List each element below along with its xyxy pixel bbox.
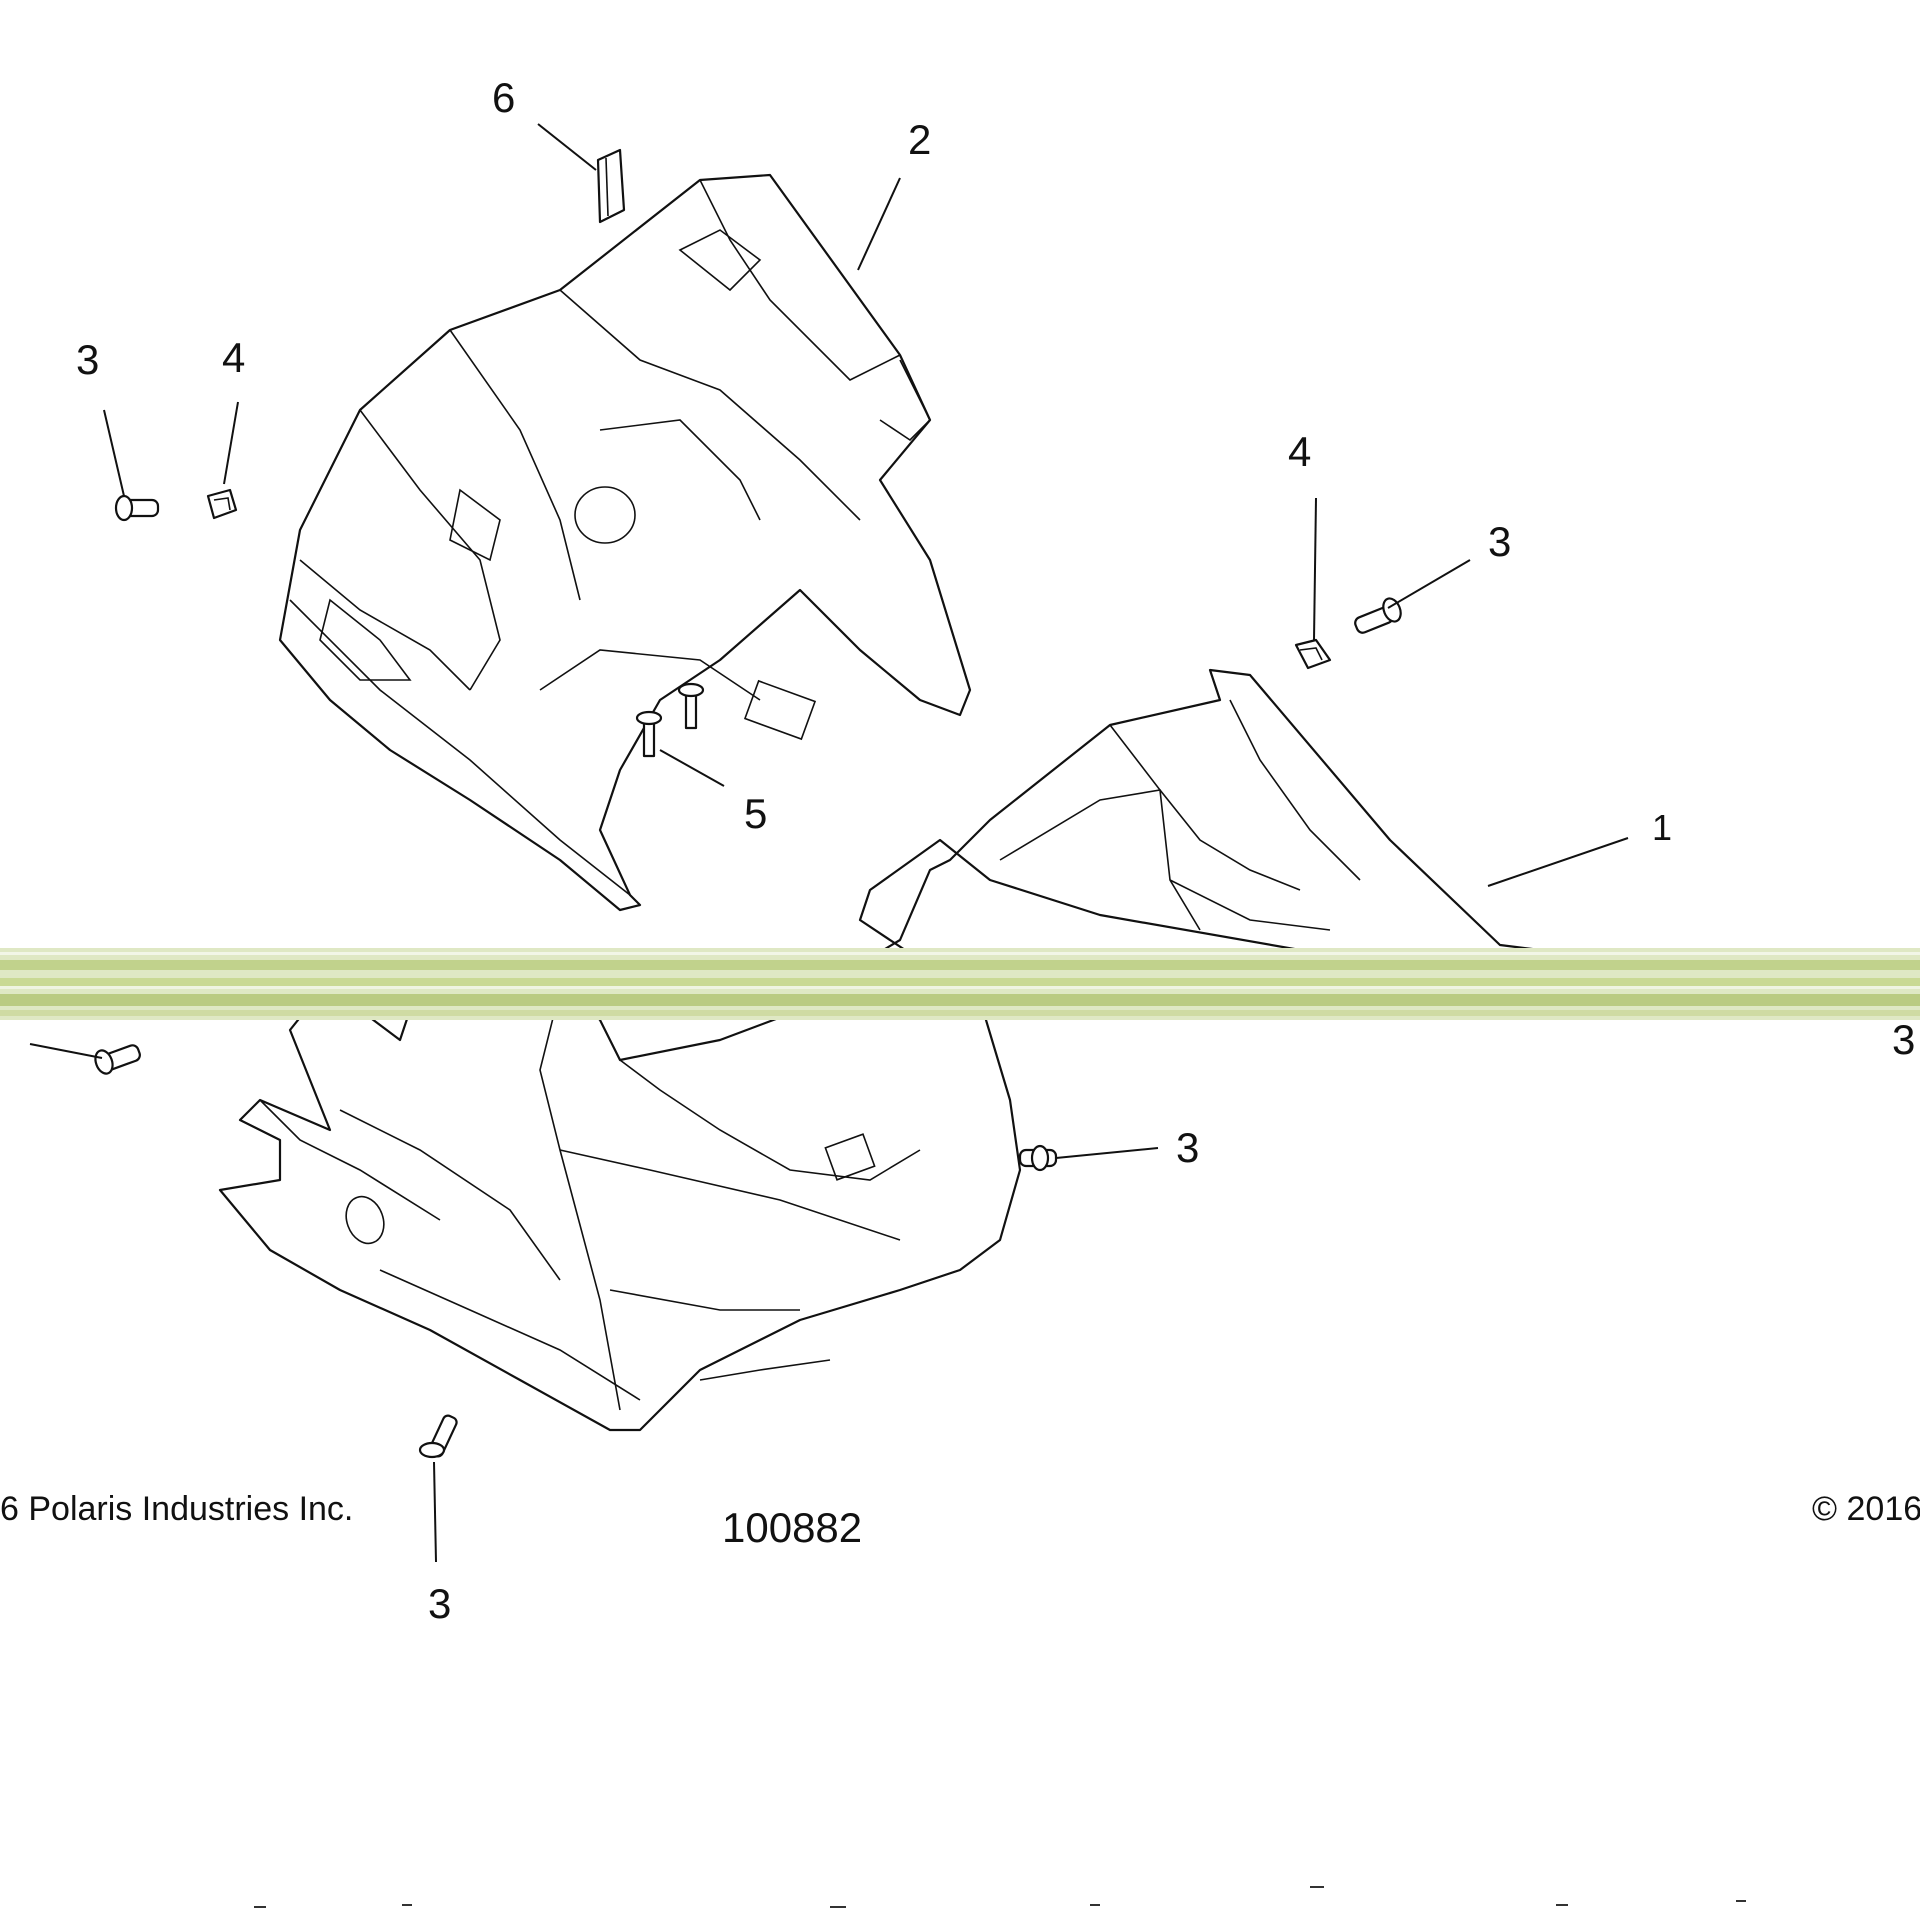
screw-icon [94, 1044, 141, 1075]
scan-specks [254, 1886, 1746, 1908]
screw-icon [1354, 597, 1402, 634]
callout-3: 3 [1176, 1124, 1199, 1171]
screw-icon [1018, 1144, 1058, 1172]
callout-6: 6 [492, 74, 515, 121]
part-2-upper-console [278, 173, 972, 912]
clip-icon [1294, 638, 1332, 670]
callout-1: 1 [1652, 807, 1672, 848]
hardware-fasteners [94, 148, 1402, 1459]
callout-2: 2 [908, 116, 931, 163]
drawing-number: 100882 [722, 1504, 863, 1551]
callout-5: 5 [744, 790, 767, 837]
part-1-lower-console [218, 668, 1542, 1432]
scan-artifact-band [0, 948, 1920, 1020]
callout-3: 3 [428, 1580, 451, 1627]
copyright-text-right: © 2016 [1812, 1490, 1920, 1528]
clip-icon [206, 488, 238, 520]
callout-4: 4 [1288, 428, 1311, 475]
copyright-text: 6 Polaris Industries Inc. [0, 1490, 354, 1528]
push-pin-icon [677, 682, 705, 730]
callout-labels: 6 2 3 4 4 3 5 1 3 3 3 [76, 74, 1915, 1627]
insert-icon [596, 148, 626, 224]
callout-3: 3 [76, 336, 99, 383]
leader-lines [29, 123, 1629, 1563]
screw-icon [114, 494, 160, 522]
push-pin-icon [635, 710, 663, 758]
screw-icon [418, 1414, 458, 1459]
callout-4: 4 [222, 334, 245, 381]
callout-3: 3 [1892, 1016, 1915, 1063]
callout-3: 3 [1488, 518, 1511, 565]
